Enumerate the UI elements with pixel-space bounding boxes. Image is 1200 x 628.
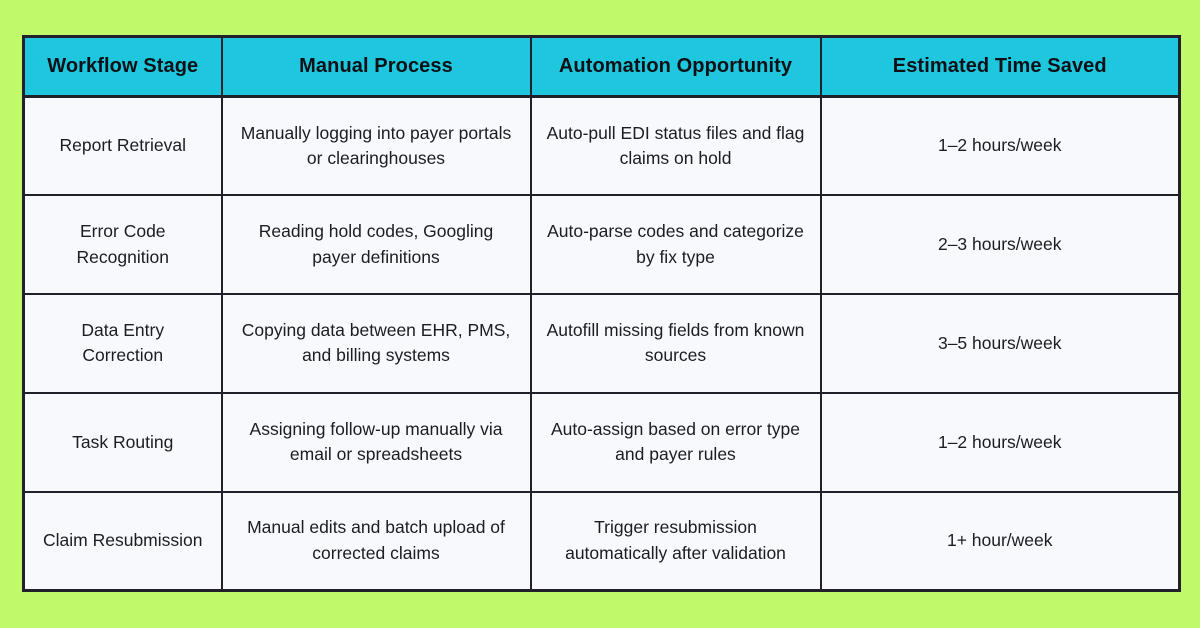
- cell-estimated-time-saved: 2–3 hours/week: [819, 194, 1181, 296]
- cell-automation-opportunity: Auto-assign based on error type and paye…: [529, 391, 822, 493]
- cell-manual-process: Manual edits and batch upload of correct…: [220, 490, 532, 592]
- column-header-manual-process: Manual Process: [220, 35, 532, 98]
- cell-workflow-stage: Report Retrieval: [22, 95, 223, 197]
- column-header-workflow-stage: Workflow Stage: [22, 35, 223, 98]
- cell-workflow-stage: Error Code Recognition: [22, 194, 223, 296]
- cell-estimated-time-saved: 1+ hour/week: [819, 490, 1181, 592]
- table-body: Report Retrieval Manually logging into p…: [22, 95, 1181, 592]
- cell-manual-process: Reading hold codes, Googling payer defin…: [220, 194, 532, 296]
- cell-manual-process: Assigning follow-up manually via email o…: [220, 391, 532, 493]
- cell-workflow-stage: Data Entry Correction: [22, 293, 223, 394]
- column-header-automation-opportunity: Automation Opportunity: [529, 35, 822, 98]
- table-row: Report Retrieval Manually logging into p…: [22, 95, 1181, 197]
- table-row: Task Routing Assigning follow-up manuall…: [22, 391, 1181, 493]
- cell-automation-opportunity: Auto-pull EDI status files and flag clai…: [529, 95, 822, 197]
- cell-automation-opportunity: Trigger resubmission automatically after…: [529, 490, 822, 592]
- table-row: Data Entry Correction Copying data betwe…: [22, 293, 1181, 394]
- cell-estimated-time-saved: 1–2 hours/week: [819, 95, 1181, 197]
- table-container: Workflow Stage Manual Process Automation…: [22, 35, 1181, 592]
- table-header: Workflow Stage Manual Process Automation…: [22, 35, 1181, 98]
- workflow-automation-table: Workflow Stage Manual Process Automation…: [22, 35, 1181, 592]
- cell-manual-process: Manually logging into payer portals or c…: [220, 95, 532, 197]
- table-row: Claim Resubmission Manual edits and batc…: [22, 490, 1181, 592]
- table-row: Error Code Recognition Reading hold code…: [22, 194, 1181, 296]
- cell-estimated-time-saved: 1–2 hours/week: [819, 391, 1181, 493]
- cell-automation-opportunity: Auto-parse codes and categorize by fix t…: [529, 194, 822, 296]
- cell-estimated-time-saved: 3–5 hours/week: [819, 293, 1181, 394]
- column-header-estimated-time-saved: Estimated Time Saved: [819, 35, 1181, 98]
- cell-manual-process: Copying data between EHR, PMS, and billi…: [220, 293, 532, 394]
- cell-workflow-stage: Claim Resubmission: [22, 490, 223, 592]
- cell-automation-opportunity: Autofill missing fields from known sourc…: [529, 293, 822, 394]
- table-header-row: Workflow Stage Manual Process Automation…: [22, 35, 1181, 98]
- cell-workflow-stage: Task Routing: [22, 391, 223, 493]
